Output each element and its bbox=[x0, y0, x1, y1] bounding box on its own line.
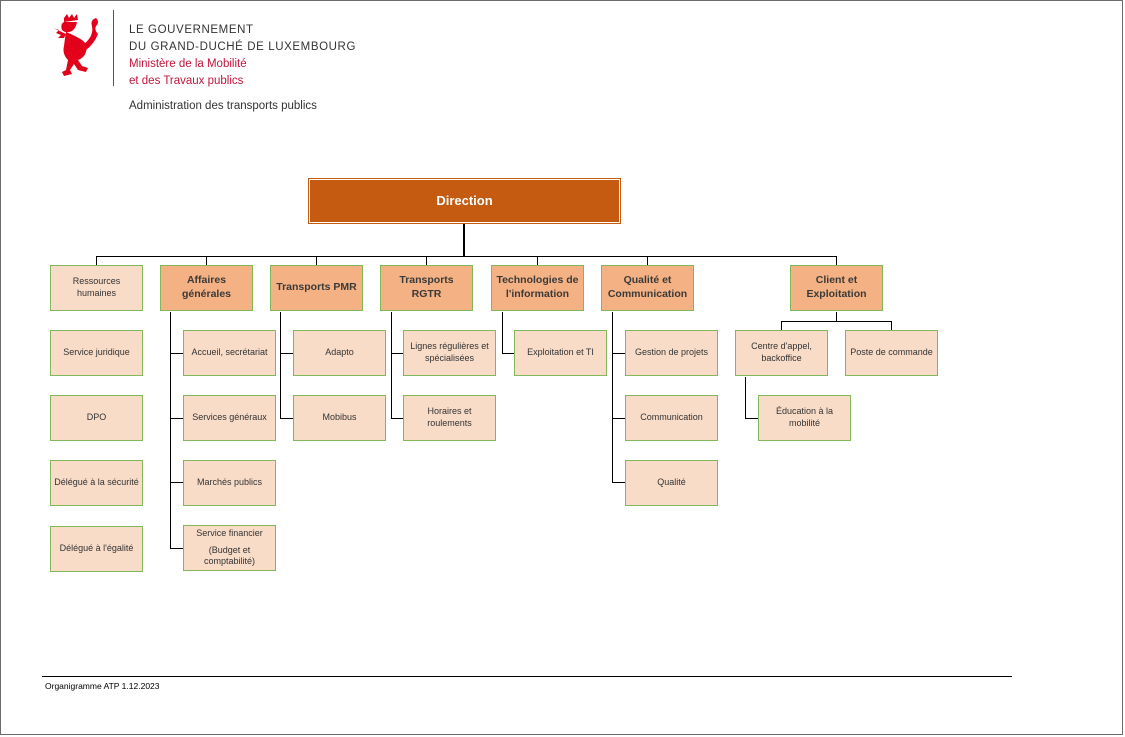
connector-line bbox=[170, 482, 183, 483]
connector-line bbox=[612, 482, 626, 483]
connector-line bbox=[891, 321, 892, 331]
connector-line bbox=[170, 418, 183, 419]
connector-line bbox=[280, 312, 281, 419]
unit-accueil-secretariat: Accueil, secrétariat bbox=[183, 330, 276, 376]
staff-delegue-securite: Délégué à la sécurité bbox=[50, 460, 143, 506]
staff-service-juridique: Service juridique bbox=[50, 330, 143, 376]
staff-delegue-egalite: Délégué à l'égalité bbox=[50, 526, 143, 572]
unit-poste-commande: Poste de commande bbox=[845, 330, 938, 376]
unit-qualite: Qualité bbox=[625, 460, 718, 506]
dept-qualite-communication: Qualité et Communication bbox=[601, 265, 694, 311]
connector-line bbox=[463, 223, 465, 257]
dept-affaires-generales: Affaires générales bbox=[160, 265, 253, 311]
red-lion-icon bbox=[53, 14, 98, 76]
unit-service-financier: Service financier (Budget et comptabilit… bbox=[183, 525, 276, 571]
connector-line bbox=[426, 256, 427, 266]
government-title-line2: DU GRAND-DUCHÉ DE LUXEMBOURG bbox=[129, 41, 357, 53]
footer-rule bbox=[42, 676, 1012, 677]
unit-service-financier-title: Service financier bbox=[196, 527, 263, 538]
connector-line bbox=[170, 312, 171, 549]
connector-line bbox=[170, 548, 183, 549]
connector-line bbox=[537, 256, 538, 266]
unit-centre-appel: Centre d'appel, backoffice bbox=[735, 330, 828, 376]
connector-line bbox=[745, 418, 758, 419]
unit-education-mobilite: Éducation à la mobilité bbox=[758, 395, 851, 441]
staff-dpo: DPO bbox=[50, 395, 143, 441]
unit-communication: Communication bbox=[625, 395, 718, 441]
dept-transports-pmr: Transports PMR bbox=[270, 265, 363, 311]
connector-line bbox=[612, 353, 626, 354]
connector-line bbox=[612, 418, 626, 419]
unit-marches-publics: Marchés publics bbox=[183, 460, 276, 506]
connector-line bbox=[647, 256, 648, 266]
connector-line bbox=[836, 256, 837, 266]
ministry-line1: Ministère de la Mobilité bbox=[129, 58, 247, 70]
unit-lignes-regulieres: Lignes régulières et spécialisées bbox=[403, 330, 496, 376]
connector-line bbox=[836, 312, 837, 321]
connector-line bbox=[612, 312, 613, 483]
unit-services-generaux: Services généraux bbox=[183, 395, 276, 441]
connector-line bbox=[206, 256, 207, 266]
unit-mobibus: Mobibus bbox=[293, 395, 386, 441]
dept-technologies-information: Technologies de l'information bbox=[491, 265, 584, 311]
dept-transports-rgtr: Transports RGTR bbox=[380, 265, 473, 311]
administration-name: Administration des transports publics bbox=[129, 100, 317, 112]
unit-horaires-roulements: Horaires et roulements bbox=[403, 395, 496, 441]
direction-box: Direction bbox=[308, 178, 621, 224]
connector-line bbox=[502, 353, 515, 354]
unit-service-financier-detail: (Budget et comptabilité) bbox=[203, 544, 256, 567]
government-title-line1: LE GOUVERNEMENT bbox=[129, 24, 254, 36]
staff-ressources-humaines: Ressources humaines bbox=[50, 265, 143, 311]
unit-adapto: Adapto bbox=[293, 330, 386, 376]
ministry-line2: et des Travaux publics bbox=[129, 75, 244, 87]
connector-line bbox=[781, 321, 782, 331]
connector-line bbox=[391, 418, 404, 419]
connector-line bbox=[96, 256, 97, 266]
connector-line bbox=[316, 256, 317, 266]
connector-line bbox=[502, 312, 503, 354]
connector-line bbox=[391, 353, 404, 354]
unit-exploitation-ti: Exploitation et TI bbox=[514, 330, 607, 376]
header-divider bbox=[113, 10, 114, 86]
connector-line bbox=[781, 321, 892, 322]
connector-line bbox=[391, 312, 392, 419]
unit-gestion-projets: Gestion de projets bbox=[625, 330, 718, 376]
dept-client-exploitation: Client et Exploitation bbox=[790, 265, 883, 311]
connector-line bbox=[280, 353, 294, 354]
connector-line bbox=[96, 256, 837, 257]
footer-caption: Organigramme ATP 1.12.2023 bbox=[45, 681, 160, 691]
connector-line bbox=[745, 377, 746, 419]
connector-line bbox=[170, 353, 183, 354]
connector-line bbox=[280, 418, 294, 419]
